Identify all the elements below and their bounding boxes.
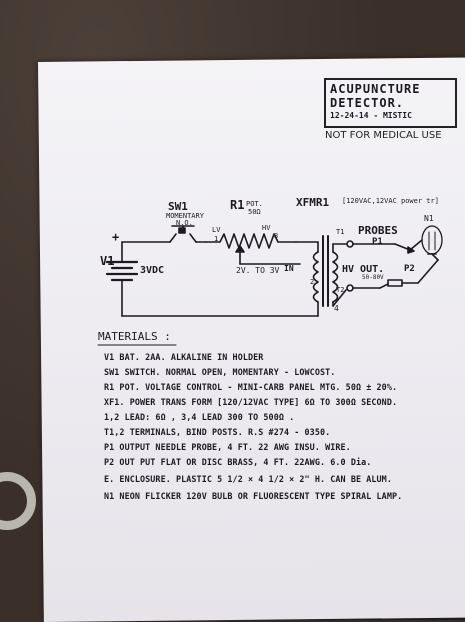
title-date: 12-24-14 - MISTIC (330, 111, 412, 120)
label-hv-out-voltage: 50-80V (362, 274, 384, 281)
label-in: IN (284, 264, 294, 273)
material-item: XF1. POWER TRANS FORM [120/12VAC TYPE] 6… (104, 397, 398, 407)
label-hv: HV (262, 224, 271, 232)
label-pin3: 3 (274, 232, 279, 240)
label-v1: V1 (100, 254, 115, 268)
label-r1: R1 (230, 198, 245, 212)
materials-heading: MATERIALS : (98, 330, 171, 343)
label-t1: T1 (336, 228, 345, 236)
label-n1: N1 (424, 214, 434, 223)
label-xfmr-desc: [120VAC,12VAC power tr] (342, 197, 439, 205)
label-sw1: SW1 (168, 200, 188, 213)
label-battery-voltage: 3VDC (140, 265, 165, 276)
material-item: T1,2 TERMINALS, BIND POSTS. R.S #274 - 0… (104, 427, 331, 437)
label-p1: P1 (372, 237, 383, 247)
transformer-secondary-coil (332, 251, 339, 303)
label-r1-value: 50Ω (248, 208, 261, 216)
title-box: ACUPUNCTURE DETECTOR. 12-24-14 - MISTIC (324, 78, 457, 128)
label-pin1-pot: 1 (214, 235, 219, 243)
label-xfmr1: XFMR1 (296, 196, 330, 209)
label-voltage-range: 2V. TO 3V (236, 266, 280, 275)
neon-bulb (421, 225, 443, 255)
label-pin4: 4 (334, 304, 339, 313)
material-item: P2 OUT PUT FLAT OR DISC BRASS, 4 FT. 22A… (104, 457, 372, 467)
battery-symbol (105, 241, 139, 317)
switch-symbol (169, 225, 197, 243)
label-sw1-no: N.O. (176, 219, 193, 227)
material-item: V1 BAT. 2AA. ALKALINE IN HOLDER (104, 352, 264, 362)
label-p2: P2 (404, 264, 415, 274)
label-plus: + (112, 230, 120, 244)
title-line-2: DETECTOR. (330, 96, 405, 110)
material-item: P1 OUTPUT NEEDLE PROBE, 4 FT. 22 AWG INS… (104, 442, 351, 452)
label-r1-pot: POT. (246, 200, 263, 208)
material-item: 1,2 LEAD: 6Ω , 3,4 LEAD 300 TO 500Ω . (104, 412, 295, 422)
not-for-medical-use-note: NOT FOR MEDICAL USE (325, 130, 442, 141)
metal-washer (0, 472, 36, 530)
transformer-primary-coil (312, 251, 319, 303)
title-line-1: ACUPUNCTURE (330, 82, 421, 96)
potentiometer-symbol (205, 233, 297, 249)
material-item: N1 NEON FLICKER 120V BULB OR FLUORESCENT… (104, 491, 403, 501)
terminal-t1 (346, 240, 354, 248)
label-sw1-momentary: MOMENTARY (166, 212, 204, 220)
material-item: SW1 SWITCH. NORMAL OPEN, MOMENTARY - LOW… (104, 367, 336, 377)
label-lv: LV (212, 226, 221, 234)
label-hv-out: HV OUT. (342, 264, 385, 275)
probe-p2 (387, 279, 403, 287)
terminal-t2 (346, 284, 354, 292)
label-t2: T2 (336, 286, 345, 294)
material-item: R1 POT. VOLTAGE CONTROL - MINI-CARB PANE… (104, 382, 398, 392)
material-item: E. ENCLOSURE. PLASTIC 5 1/2 × 4 1/2 × 2"… (104, 474, 392, 484)
label-probes: PROBES (358, 224, 398, 237)
label-pin2: 2. (310, 278, 319, 286)
